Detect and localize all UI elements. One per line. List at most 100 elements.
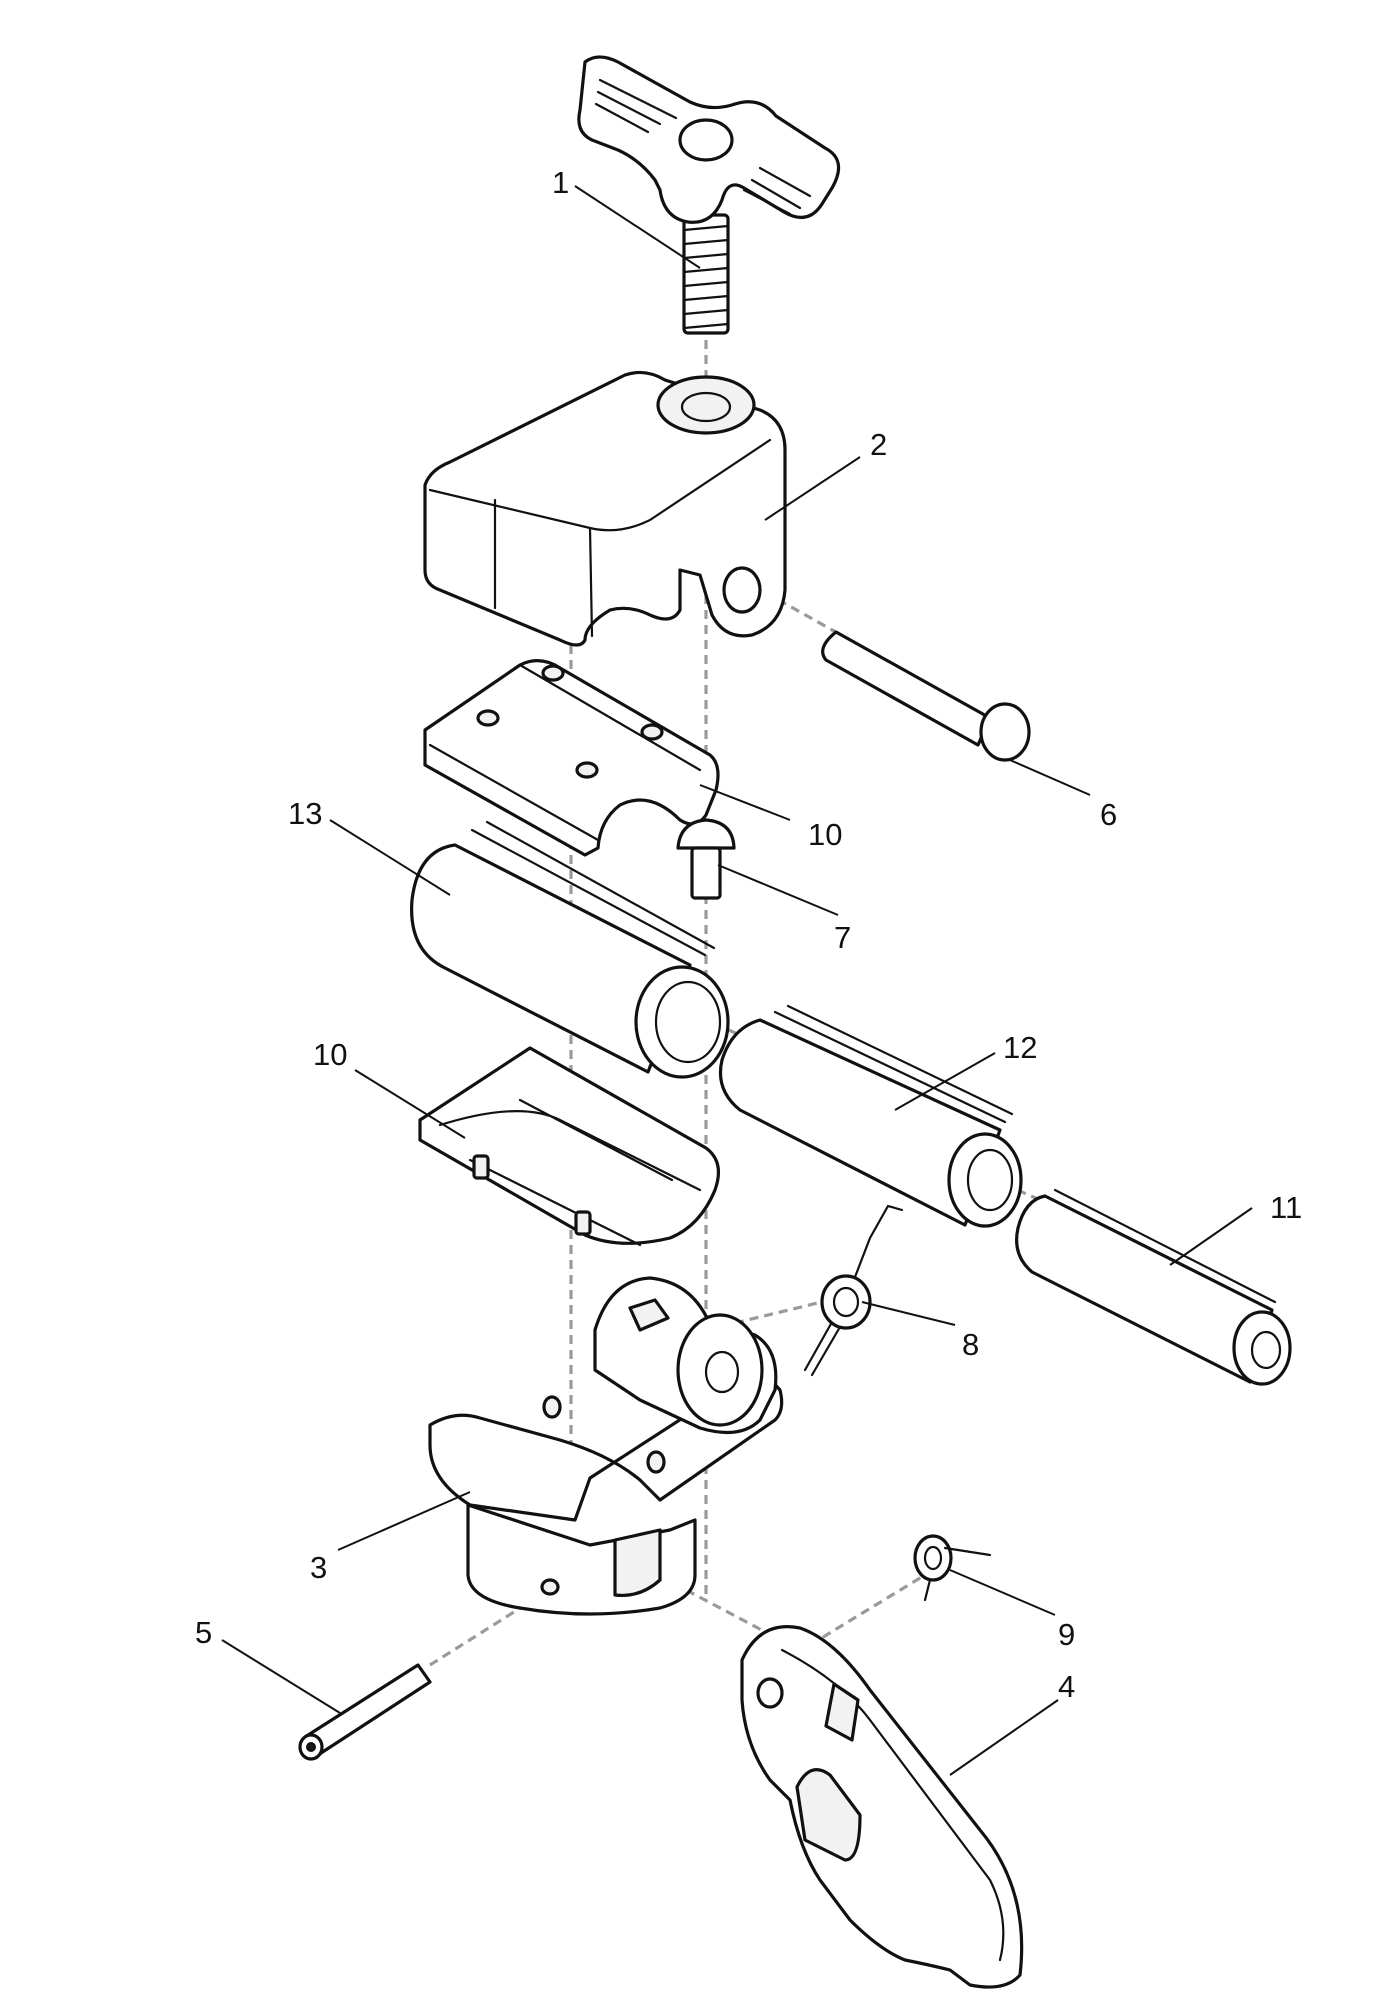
- large-tube-bore: [654, 980, 722, 1064]
- part-large-tube: [410, 820, 730, 1079]
- callout-13: 13: [288, 796, 322, 831]
- medium-tube-end: [947, 1132, 1023, 1228]
- leader-8: [861, 1301, 956, 1326]
- clip-ring-inner: [923, 1545, 943, 1571]
- dowel-end-hole: [306, 1742, 316, 1752]
- part-lower-liner: [418, 1046, 721, 1247]
- liner-peg-c: [640, 723, 664, 741]
- leader-5: [221, 1639, 341, 1714]
- callout-11: 11: [1270, 1190, 1302, 1225]
- small-tube-slot: [1053, 1188, 1277, 1304]
- base-hole-c: [540, 1578, 560, 1596]
- leader-11: [1169, 1207, 1253, 1266]
- leader-7: [717, 864, 839, 916]
- callout-1: 1: [552, 165, 569, 200]
- rivet-head: [676, 818, 736, 850]
- large-tube-end: [634, 965, 730, 1079]
- callout-6: 6: [1100, 797, 1117, 832]
- liner-peg-d: [575, 761, 599, 779]
- base-knuckle-hole: [704, 1350, 740, 1394]
- t-handle-grip-ribs: [594, 78, 812, 216]
- lower-liner-inner: [438, 1098, 702, 1247]
- housing-body: [423, 370, 787, 647]
- leader-10b: [354, 1069, 466, 1139]
- clip-ring: [913, 1534, 953, 1582]
- clip-legs: [923, 1546, 992, 1602]
- screw-thread: [682, 213, 730, 335]
- base-knuckle-end: [676, 1313, 764, 1427]
- part-medium-tube: [718, 1004, 1023, 1228]
- spring-coil-inner: [832, 1286, 860, 1318]
- leader-2: [764, 456, 861, 521]
- callout-12: 12: [1003, 1030, 1037, 1065]
- leader-10a: [699, 784, 791, 821]
- part-upper-clamp-housing: [423, 370, 787, 647]
- large-tube-slot: [470, 820, 716, 957]
- callout-10b: 10: [313, 1037, 347, 1072]
- axis-spring-8: [734, 1298, 831, 1325]
- part-small-tube: [1015, 1188, 1292, 1386]
- leader-4: [949, 1699, 1059, 1776]
- leader-lines: [221, 185, 1253, 1776]
- callout-3: 3: [310, 1550, 327, 1585]
- part-base-hinge-body: [428, 1276, 784, 1616]
- lever-pivot-hole: [756, 1677, 784, 1709]
- thread-lines: [682, 224, 730, 330]
- callout-10a: 10: [808, 817, 842, 852]
- callout-9: 9: [1058, 1617, 1075, 1652]
- part-hinge-pin: [821, 630, 1031, 762]
- housing-front-edge: [493, 498, 594, 638]
- lower-liner-foot-b: [574, 1210, 592, 1236]
- housing-threaded-boss: [656, 375, 756, 435]
- lever-cutout: [795, 1768, 862, 1862]
- leader-9: [949, 1569, 1056, 1616]
- leader-13: [329, 819, 451, 896]
- part-t-handle-screw: [577, 55, 841, 335]
- housing-pin-hole: [722, 566, 762, 614]
- leader-1: [574, 185, 701, 269]
- small-tube-bore: [1250, 1330, 1282, 1370]
- t-handle-hole: [678, 118, 734, 162]
- callout-labels: 1 2 3 4 5 6 7 8 9 10 10 11 12 13: [195, 165, 1302, 1704]
- small-tube-body: [1015, 1194, 1274, 1384]
- lever-body: [740, 1625, 1024, 1989]
- upper-liner-edge: [428, 663, 702, 842]
- base-cradle: [428, 1366, 784, 1522]
- lower-liner-foot-a: [472, 1154, 490, 1180]
- liner-peg-a: [541, 664, 565, 682]
- axis-tubes: [659, 998, 1041, 1202]
- part-retaining-clip: [913, 1534, 992, 1602]
- callout-8: 8: [962, 1327, 979, 1362]
- base-hole-a: [542, 1395, 562, 1419]
- dowel-body: [303, 1663, 432, 1757]
- medium-tube-bore: [966, 1148, 1014, 1212]
- lever-ridge: [780, 1648, 1005, 1962]
- pin-shaft: [821, 630, 992, 747]
- part-upper-liner: [423, 659, 720, 857]
- callout-2: 2: [870, 427, 887, 462]
- callout-7: 7: [834, 920, 851, 955]
- callout-4: 4: [1058, 1669, 1075, 1704]
- part-dowel-pin: [298, 1663, 432, 1761]
- lower-liner-body: [418, 1046, 721, 1245]
- callout-5: 5: [195, 1615, 212, 1650]
- small-tube-end: [1232, 1310, 1292, 1386]
- base-slot: [613, 1528, 662, 1598]
- part-torsion-spring: [803, 1204, 904, 1377]
- leader-3: [337, 1491, 471, 1551]
- axis-clip-9: [809, 1573, 926, 1647]
- pin-head: [979, 702, 1031, 762]
- part-rivet: [676, 818, 736, 900]
- leader-12: [894, 1052, 996, 1111]
- liner-peg-b: [476, 709, 500, 727]
- medium-tube-slot: [773, 1004, 1014, 1124]
- spring-coil: [820, 1274, 872, 1330]
- lever-slot: [824, 1682, 860, 1742]
- base-knuckle-notch: [628, 1298, 670, 1332]
- rivet-shank: [690, 846, 722, 900]
- base-hole-b: [646, 1450, 666, 1474]
- leader-6: [1009, 759, 1091, 796]
- large-tube-body: [410, 843, 692, 1074]
- housing-thread-hole: [680, 391, 732, 423]
